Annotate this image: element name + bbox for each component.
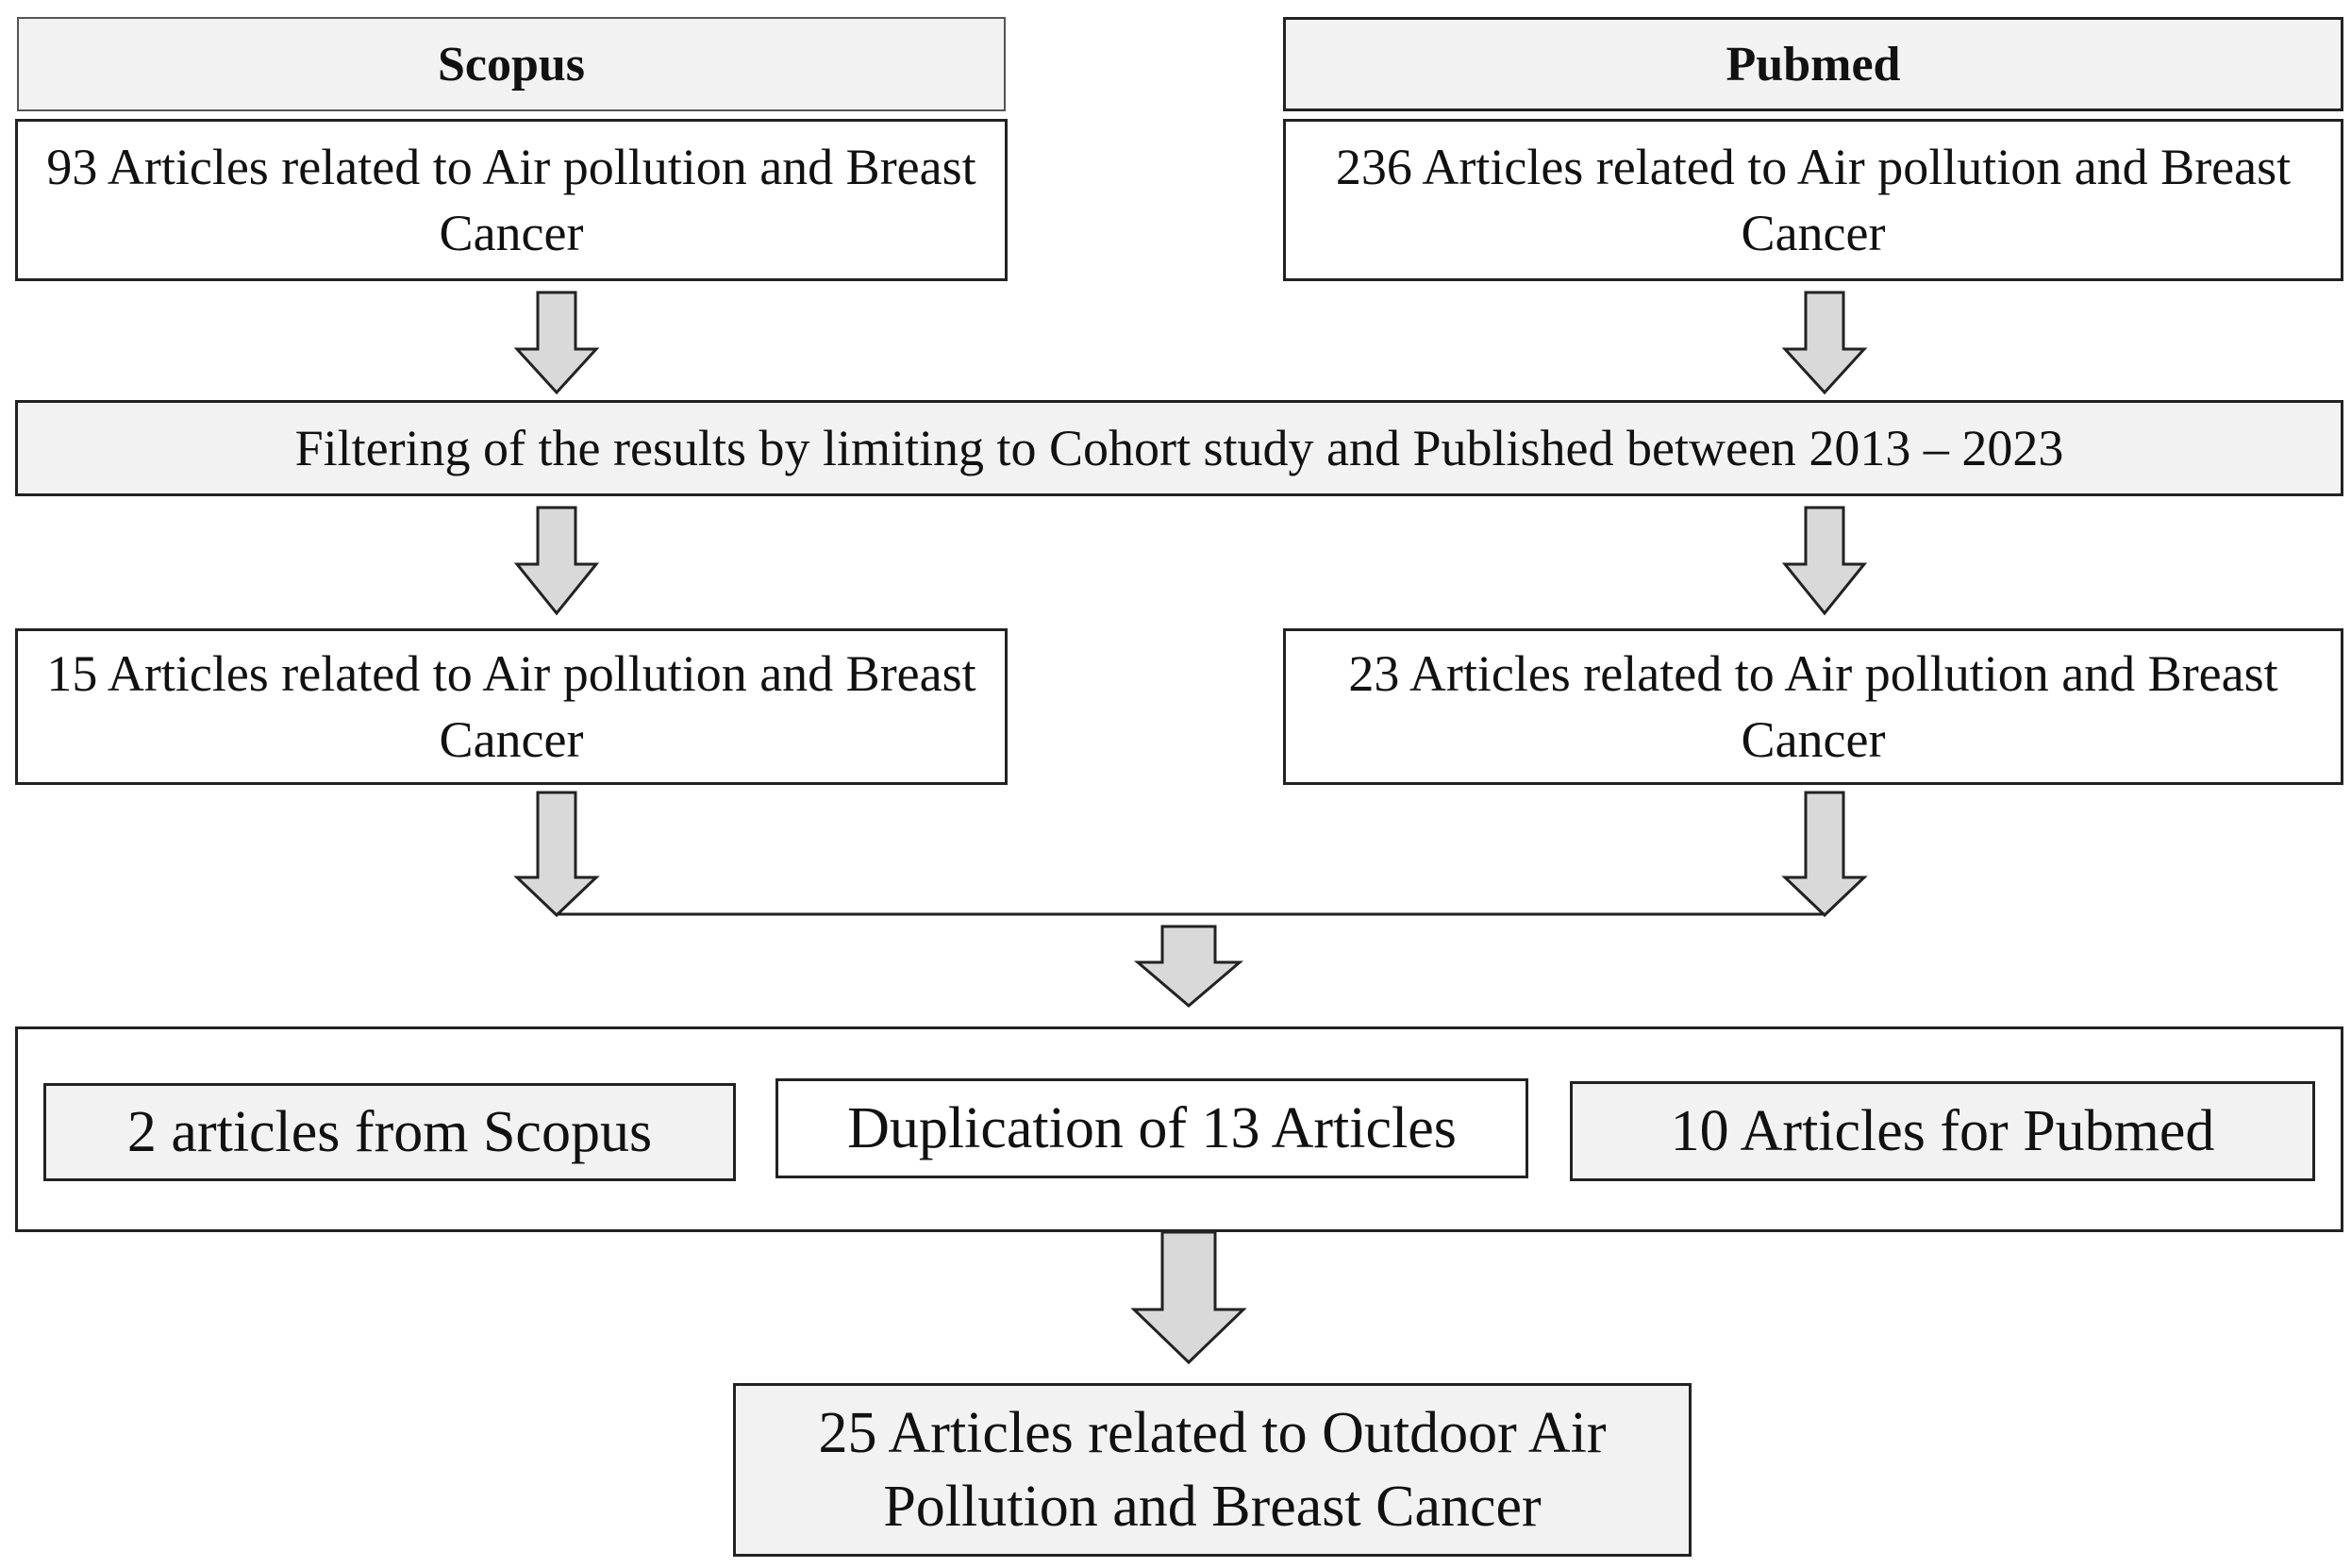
arrow-scopus-results-down — [513, 791, 600, 918]
final-result-box: 25 Articles related to Outdoor Air Pollu… — [733, 1383, 1692, 1557]
pubmed-header: Pubmed — [1283, 17, 2343, 111]
arrow-pubmed-to-filter — [1781, 291, 1868, 395]
pubmed-header-label: Pubmed — [1726, 37, 1901, 92]
duplicates-box: Duplication of 13 Articles — [775, 1078, 1528, 1178]
arrow-filter-to-pubmed-results — [1781, 506, 1868, 616]
final-result-text: 25 Articles related to Outdoor Air Pollu… — [818, 1401, 1607, 1539]
pubmed-initial-box: 236 Articles related to Air pollution an… — [1283, 119, 2343, 281]
filter-step-box: Filtering of the results by limiting to … — [15, 400, 2343, 496]
pubmed-only-text: 10 Articles for Pubmed — [1670, 1099, 2215, 1163]
arrow-scopus-to-filter — [513, 291, 600, 395]
pubmed-only-box: 10 Articles for Pubmed — [1570, 1081, 2315, 1181]
scopus-header: Scopus — [17, 17, 1006, 111]
duplicates-text: Duplication of 13 Articles — [847, 1096, 1457, 1160]
arrow-dedup-to-final — [1130, 1230, 1247, 1365]
arrow-merge-to-dedup — [1133, 925, 1244, 1008]
arrow-filter-to-scopus-results — [513, 506, 600, 616]
pubmed-filtered-box: 23 Articles related to Air pollution and… — [1283, 628, 2343, 785]
scopus-filtered-text: 15 Articles related to Air pollution and… — [46, 645, 976, 768]
scopus-initial-text: 93 Articles related to Air pollution and… — [46, 139, 976, 261]
pubmed-filtered-text: 23 Articles related to Air pollution and… — [1348, 645, 2278, 768]
scopus-only-text: 2 articles from Scopus — [126, 1100, 653, 1164]
scopus-filtered-box: 15 Articles related to Air pollution and… — [15, 628, 1008, 785]
scopus-initial-box: 93 Articles related to Air pollution and… — [15, 119, 1008, 281]
pubmed-initial-text: 236 Articles related to Air pollution an… — [1335, 139, 2292, 261]
scopus-only-box: 2 articles from Scopus — [43, 1083, 736, 1181]
arrow-pubmed-results-down — [1781, 791, 1868, 918]
filter-step-text: Filtering of the results by limiting to … — [294, 420, 2064, 476]
scopus-header-label: Scopus — [437, 37, 586, 92]
